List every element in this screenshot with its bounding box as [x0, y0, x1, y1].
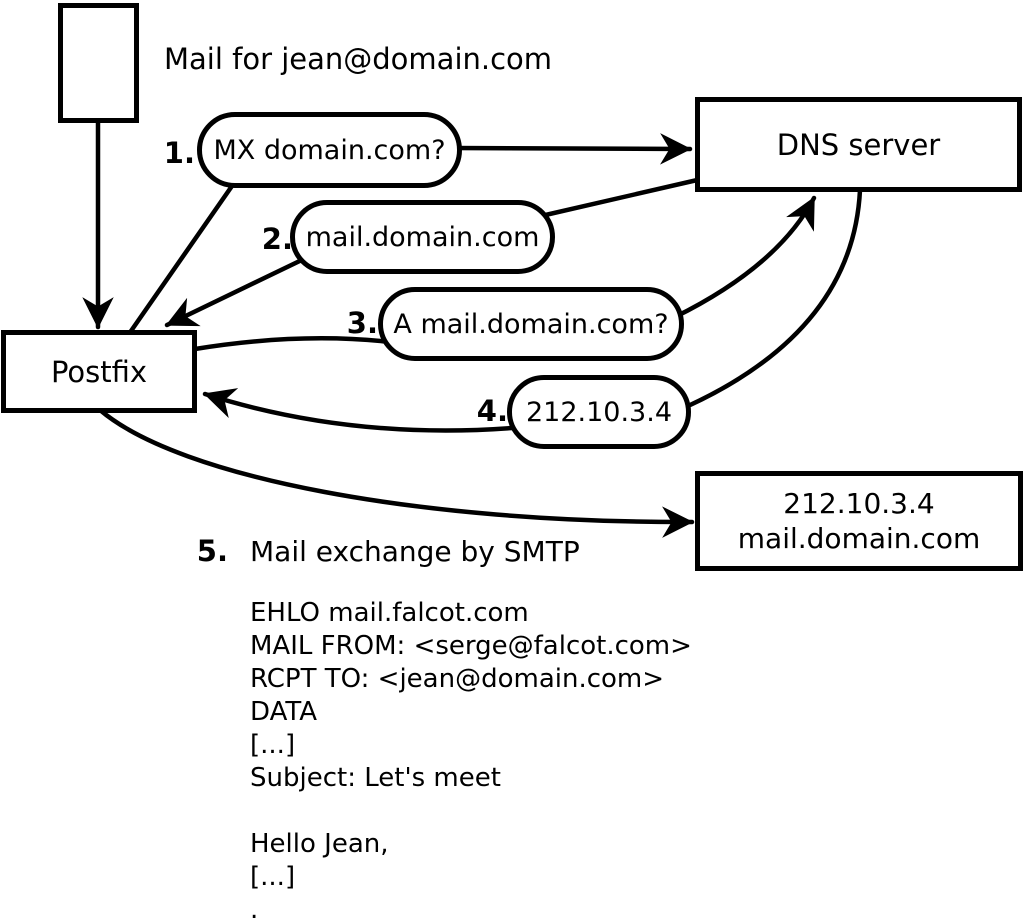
step-3-number: 3.	[346, 306, 378, 340]
arrow-2-answer-to-postfix	[164, 254, 311, 328]
arrow-1-query-left-segment	[128, 160, 251, 334]
mail-server-node: 212.10.3.4 mail.domain.com	[695, 471, 1023, 571]
step-5-number: 5.	[196, 534, 228, 568]
smtp-line-end-dot: .	[250, 895, 259, 919]
mail-server-hostname: mail.domain.com	[737, 522, 981, 555]
step-4-label: 212.10.3.4	[526, 396, 672, 428]
smtp-line-rcpt-to: RCPT TO: <jean@domain.com>	[250, 664, 665, 694]
dns-server-label: DNS server	[776, 127, 941, 162]
postfix-label: Postfix	[50, 354, 148, 389]
arrow-1-query-to-dns	[449, 133, 693, 165]
smtp-line-ehlo: EHLO mail.falcot.com	[250, 598, 529, 628]
step-4-number: 4.	[476, 394, 508, 428]
step-3-pill-a-query: A mail.domain.com?	[378, 287, 684, 361]
step-2-pill-mx-answer: mail.domain.com	[290, 200, 555, 274]
dns-server-node: DNS server	[695, 97, 1022, 192]
step-4-pill-a-answer: 212.10.3.4	[507, 375, 691, 449]
step-1-label: MX domain.com?	[213, 134, 446, 166]
arrow-3-query-to-dns	[672, 195, 817, 320]
smtp-line-subject: Subject: Let's meet	[250, 763, 501, 793]
smtp-line-blank	[250, 795, 692, 828]
arrow-4-answer-from-dns	[685, 187, 863, 409]
step-5-label: Mail exchange by SMTP	[250, 535, 580, 568]
smtp-line-greeting: Hello Jean,	[250, 829, 389, 859]
step-1-pill-mx-query: MX domain.com?	[197, 112, 462, 188]
arrow-5-smtp-exchange	[97, 407, 695, 538]
smtp-line-ellipsis-2: [...]	[250, 862, 296, 892]
smtp-line-data: DATA	[250, 697, 317, 727]
smtp-session-transcript: EHLO mail.falcot.com MAIL FROM: <serge@f…	[250, 597, 692, 919]
step-3-label: A mail.domain.com?	[393, 308, 669, 340]
mail-message-label: Mail for jean@domain.com	[164, 42, 553, 76]
mail-message-icon	[58, 3, 139, 123]
step-1-number: 1.	[163, 136, 195, 170]
smtp-line-mail-from: MAIL FROM: <serge@falcot.com>	[250, 631, 692, 661]
arrow-2-answer-from-dns	[525, 175, 709, 222]
step-2-label: mail.domain.com	[305, 221, 540, 253]
postfix-node: Postfix	[1, 330, 197, 413]
mail-server-ip: 212.10.3.4	[783, 487, 935, 520]
smtp-line-ellipsis-1: [...]	[250, 730, 296, 760]
arrow-3-query-left-segment	[192, 336, 393, 352]
arrow-4-answer-to-postfix	[202, 388, 515, 433]
step-2-number: 2.	[261, 222, 293, 256]
